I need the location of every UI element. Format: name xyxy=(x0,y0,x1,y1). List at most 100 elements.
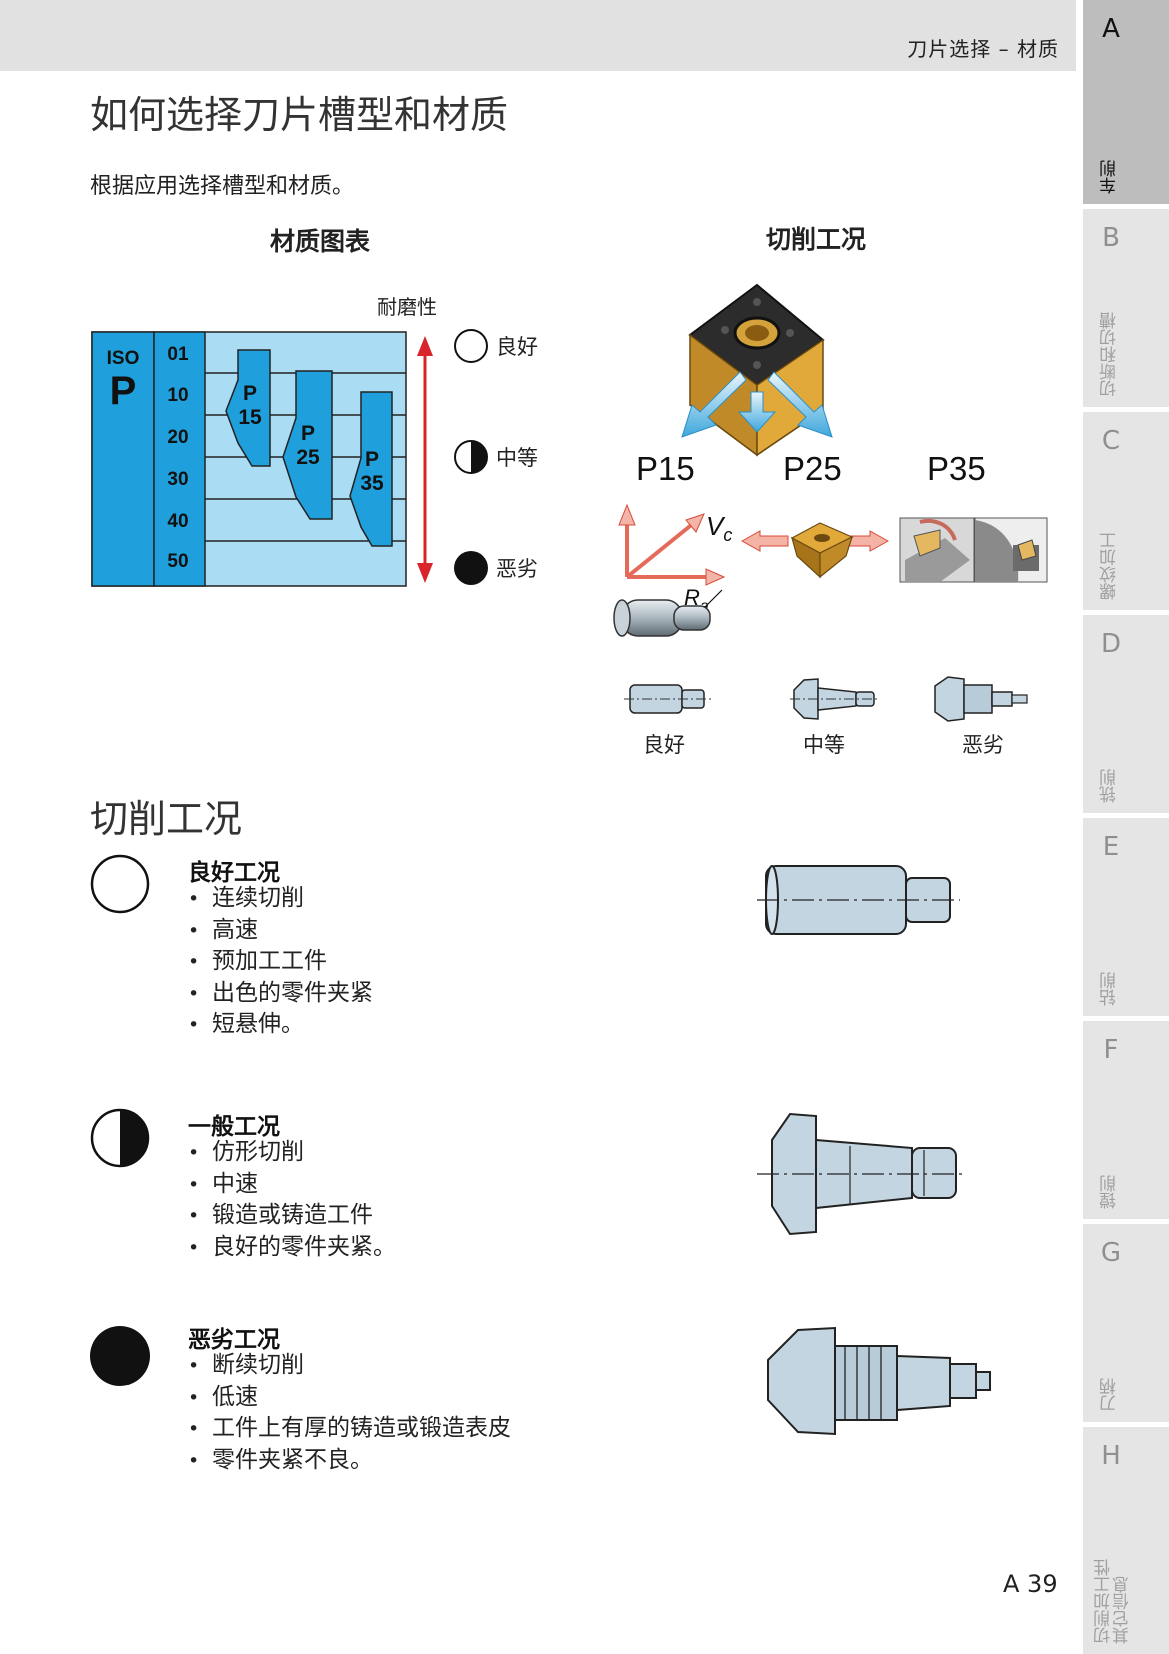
list-item: 工件上有厚的铸造或锻造表皮 xyxy=(188,1413,511,1445)
good-condition-title: 良好工况 xyxy=(188,860,280,886)
conditions-figure-heading: 切削工况 xyxy=(766,225,867,254)
wear-resistance-label: 耐磨性 xyxy=(377,296,437,319)
list-item: 连续切削 xyxy=(188,883,373,915)
ra-label: R xyxy=(684,585,700,610)
list-item: 低速 xyxy=(188,1382,511,1414)
tab-letter: G xyxy=(1100,1238,1122,1268)
tab-letter: A xyxy=(1102,14,1120,44)
tab-label: 镗削 xyxy=(1100,1175,1120,1209)
grade-label: P35 xyxy=(927,450,986,487)
machining-photo xyxy=(974,517,1048,583)
list-item: 中速 xyxy=(188,1169,396,1201)
header-bar xyxy=(0,0,1076,71)
tab-label: 切断和切槽 xyxy=(1100,312,1120,397)
sidebar-tab-tool-holding[interactable]: G 刀柄 xyxy=(1083,1224,1169,1422)
scale-tick: 10 xyxy=(167,385,188,406)
tab-letter: F xyxy=(1103,1035,1119,1065)
tab-label: 切削加工性 其它信息 xyxy=(1094,1559,1133,1644)
list-item: 零件夹紧不良。 xyxy=(188,1445,511,1477)
grade-chart-heading: 材质图表 xyxy=(270,227,371,256)
tab-letter: C xyxy=(1101,426,1121,456)
grade-number: 15 xyxy=(238,406,262,429)
tab-label: 螺纹加工 xyxy=(1100,532,1120,600)
list-item: 断续切削 xyxy=(188,1350,511,1382)
normal-workpiece-icon xyxy=(757,1112,962,1236)
grade-arrows xyxy=(681,371,833,438)
difficult-workpiece-small-icon xyxy=(934,676,1028,722)
page-number: A 39 xyxy=(1003,1570,1058,1598)
iso-letter: P xyxy=(110,369,137,413)
good-condition-icon xyxy=(90,854,150,914)
iso-label: ISO xyxy=(107,348,140,369)
grade-letter: P xyxy=(365,448,379,471)
scale-tick: 40 xyxy=(167,511,188,532)
section-title: 切削工况 xyxy=(90,797,243,841)
cutting-speed-roughness-icon: Vc Ra xyxy=(613,503,732,637)
rating-label: 中等 xyxy=(496,447,538,470)
sidebar-tab-machinability[interactable]: H 切削加工性 其它信息 xyxy=(1083,1427,1169,1654)
difficult-workpiece-icon xyxy=(767,1326,991,1436)
sidebar-tab-milling[interactable]: D 铣削 xyxy=(1083,615,1169,813)
sidebar-tab-drilling[interactable]: E 钻削 xyxy=(1083,818,1169,1016)
grade-label: P15 xyxy=(636,450,695,487)
machining-photo xyxy=(899,517,975,583)
grade-p15-shape xyxy=(225,349,271,467)
iso-column xyxy=(91,331,155,587)
grade-label: P25 xyxy=(783,450,842,487)
tab-label: 刀柄 xyxy=(1100,1378,1120,1412)
sidebar-tab-parting-grooving[interactable]: B 切断和切槽 xyxy=(1083,209,1169,407)
grade-letter: P xyxy=(301,422,315,445)
scale-tick: 01 xyxy=(167,344,189,365)
list-item: 短悬伸。 xyxy=(188,1009,373,1041)
list-item: 预加工工件 xyxy=(188,946,373,978)
tab-letter: D xyxy=(1100,629,1122,659)
conditions-figure: P15 P25 P35 Vc Ra xyxy=(613,283,1048,755)
grade-number: 35 xyxy=(360,472,384,495)
list-item: 锻造或铸造工件 xyxy=(188,1200,396,1232)
rating-label: 恶劣 xyxy=(496,558,538,581)
grade-number: 25 xyxy=(296,446,320,469)
normal-condition-title: 一般工况 xyxy=(188,1114,280,1140)
normal-condition-icon xyxy=(90,1108,150,1168)
good-workpiece-icon xyxy=(757,865,960,935)
good-workpiece-small-icon xyxy=(624,684,712,714)
list-item: 出色的零件夹紧 xyxy=(188,978,373,1010)
tab-label: 钻削 xyxy=(1100,972,1120,1006)
scale-tick: 50 xyxy=(167,551,188,572)
normal-condition-list: 仿形切削 中速 锻造或铸造工件 良好的零件夹紧。 xyxy=(188,1137,396,1263)
page-title: 如何选择刀片槽型和材质 xyxy=(90,93,509,137)
grade-chart: 耐磨性 ISO P 01 10 20 30 40 50 P 15 P 25 P … xyxy=(91,296,538,587)
workpiece-label: 中等 xyxy=(803,734,845,755)
difficult-condition-list: 断续切削 低速 工件上有厚的铸造或锻造表皮 零件夹紧不良。 xyxy=(188,1350,511,1476)
list-item: 仿形切削 xyxy=(188,1137,396,1169)
difficult-condition-title: 恶劣工况 xyxy=(188,1327,280,1353)
poor-rating-icon xyxy=(454,551,488,585)
workpiece-label: 恶劣 xyxy=(962,734,1004,755)
vc-sub: c xyxy=(723,525,732,545)
insert-geometry-icon xyxy=(740,522,890,579)
wear-resistance-arrow xyxy=(417,336,433,583)
sidebar-tab-threading[interactable]: C 螺纹加工 xyxy=(1083,412,1169,610)
scale-column xyxy=(153,331,206,587)
grade-p25-shape xyxy=(282,370,333,520)
vc-label: V xyxy=(706,511,726,541)
breadcrumb: 刀片选择 – 材质 xyxy=(907,37,1059,61)
grade-p35-shape xyxy=(349,391,393,547)
sidebar-tab-boring[interactable]: F 镗削 xyxy=(1083,1021,1169,1219)
intro-text: 根据应用选择槽型和材质。 xyxy=(90,174,355,199)
tab-label: 铣削 xyxy=(1100,769,1120,803)
tab-letter: E xyxy=(1102,832,1120,862)
medium-rating-icon xyxy=(454,440,488,474)
sidebar-tab-turning[interactable]: A 车削 xyxy=(1083,0,1169,204)
scale-tick: 20 xyxy=(167,427,188,448)
workpiece-label: 良好 xyxy=(643,734,685,755)
tab-letter: H xyxy=(1101,1441,1121,1471)
list-item: 高速 xyxy=(188,915,373,947)
good-condition-list: 连续切削 高速 预加工工件 出色的零件夹紧 短悬伸。 xyxy=(188,883,373,1041)
tab-label: 车削 xyxy=(1100,160,1120,194)
svg-text:Vc: Vc xyxy=(706,511,732,545)
grade-letter: P xyxy=(243,382,257,405)
tab-letter: B xyxy=(1102,223,1120,253)
good-rating-icon xyxy=(454,329,488,363)
rating-label: 良好 xyxy=(496,336,538,359)
